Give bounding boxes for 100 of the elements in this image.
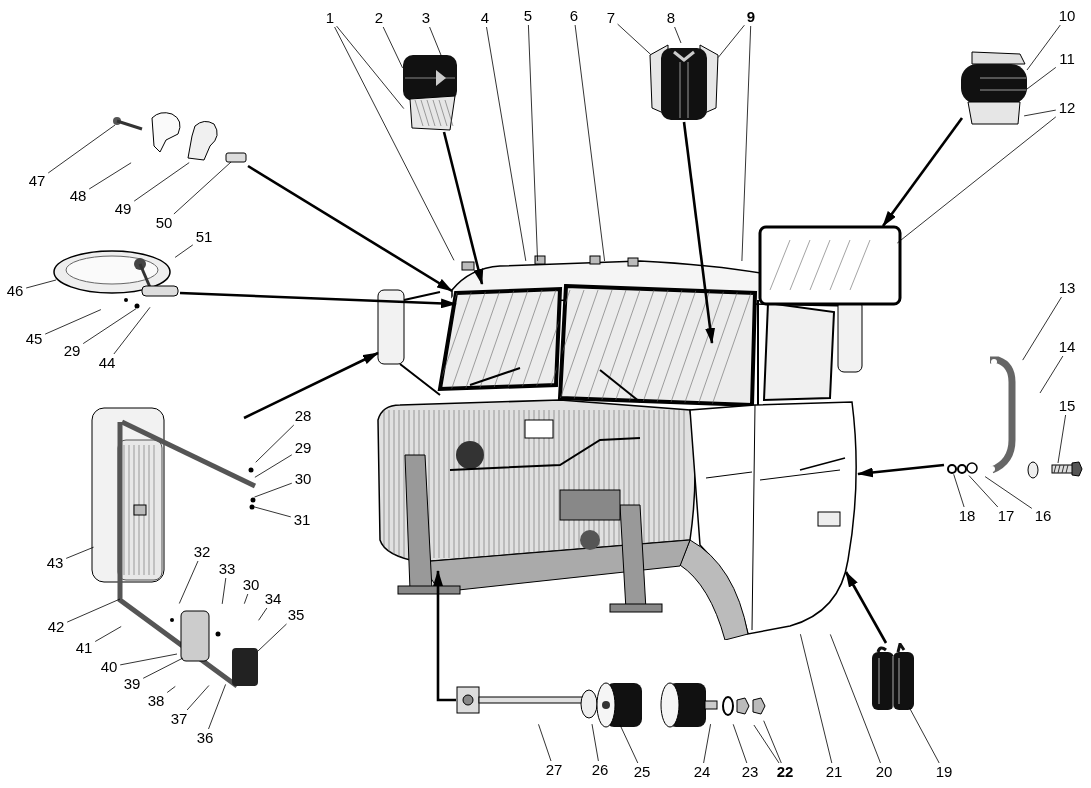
callout-number: 14 <box>1058 338 1076 356</box>
assembly-arrow <box>682 121 716 344</box>
callout-number: 29 <box>63 342 81 360</box>
leader-line <box>44 309 102 335</box>
leader-line <box>119 653 178 666</box>
leader-line <box>763 720 782 764</box>
callout-number: 50 <box>155 214 173 232</box>
leader-line <box>574 24 605 262</box>
callout-number: 41 <box>75 639 93 657</box>
leader-line <box>528 24 538 262</box>
callout-number: 29 <box>294 439 312 457</box>
callout-number: 20 <box>875 763 893 781</box>
leader-line <box>953 473 965 508</box>
leader-line <box>94 626 122 642</box>
leader-line <box>174 244 194 258</box>
callout-number: 26 <box>591 761 609 779</box>
leader-line <box>382 26 403 69</box>
leader-line <box>909 707 940 764</box>
callout-number: 39 <box>123 675 141 693</box>
assembly-arrow <box>179 291 457 309</box>
callout-number: 25 <box>633 763 651 781</box>
leader-line <box>253 506 292 518</box>
leader-line <box>113 306 151 355</box>
leader-line <box>186 685 210 711</box>
leader-line <box>717 24 745 58</box>
callout-number: 17 <box>997 507 1015 525</box>
leader-line <box>25 279 57 289</box>
callout-number: 22 <box>776 763 794 781</box>
callout-number: 4 <box>480 9 490 27</box>
callout-number: 21 <box>825 763 843 781</box>
leader-line <box>66 598 121 623</box>
leader-line <box>173 161 232 215</box>
leader-line <box>741 25 752 262</box>
leader-line <box>732 723 748 764</box>
callout-number: 36 <box>196 729 214 747</box>
leader-line <box>896 116 1057 244</box>
callout-number: 34 <box>264 590 282 608</box>
callout-number: 9 <box>746 8 756 26</box>
assembly-arrow <box>247 164 453 293</box>
callout-number: 10 <box>1058 7 1076 25</box>
callout-number: 38 <box>147 692 165 710</box>
callout-number: 13 <box>1058 279 1076 297</box>
callout-number: 33 <box>218 560 236 578</box>
leader-line <box>538 723 552 762</box>
leader-line <box>258 607 268 621</box>
leader-line <box>133 162 190 202</box>
mirror-bracket-parts-drawing <box>112 110 248 166</box>
callout-number: 30 <box>294 470 312 488</box>
callout-number: 11 <box>1059 50 1075 68</box>
leader-line <box>65 546 94 559</box>
leader-line <box>254 482 293 498</box>
leader-line <box>1026 24 1061 71</box>
leader-line <box>1057 414 1066 464</box>
leader-line <box>47 124 116 174</box>
leader-line <box>1023 109 1057 117</box>
callout-number: 28 <box>294 407 312 425</box>
callout-number: 37 <box>170 710 188 728</box>
assembly-arrow <box>881 117 964 227</box>
leader-line <box>166 686 176 693</box>
leader-line <box>336 25 405 109</box>
leader-line <box>429 26 442 56</box>
callout-number: 15 <box>1058 397 1076 415</box>
assembly-arrow <box>442 131 484 285</box>
callout-number: 35 <box>287 606 305 624</box>
callout-number: 27 <box>545 761 563 779</box>
leader-line <box>617 23 651 55</box>
callout-number: 12 <box>1058 99 1076 117</box>
callout-number: 19 <box>935 763 953 781</box>
door-seal-drawing <box>870 643 916 713</box>
leader-line <box>1026 67 1057 90</box>
leader-line <box>619 724 639 764</box>
leader-line <box>1022 296 1062 361</box>
callout-number: 3 <box>421 9 431 27</box>
callout-number: 47 <box>28 172 46 190</box>
callout-number: 51 <box>195 228 213 246</box>
leader-line <box>142 657 184 679</box>
callout-number: 18 <box>958 507 976 525</box>
callout-number: 40 <box>100 658 118 676</box>
callout-number: 16 <box>1034 507 1052 525</box>
callout-number: 45 <box>25 330 43 348</box>
leader-line <box>178 560 199 604</box>
callout-number: 42 <box>47 618 65 636</box>
callout-number: 49 <box>114 200 132 218</box>
assembly-arrow <box>844 571 888 644</box>
leader-line <box>254 454 293 478</box>
callout-number: 1 <box>325 9 335 27</box>
seal-section-drawing <box>958 50 1030 126</box>
leader-line <box>486 26 527 262</box>
grab-handle-drawing <box>944 355 1040 480</box>
bolt-drawing <box>1050 460 1084 480</box>
leader-line <box>703 723 711 764</box>
callout-number: 6 <box>569 7 579 25</box>
leader-line <box>257 623 287 652</box>
callout-number: 44 <box>98 354 116 372</box>
callout-number: 46 <box>6 282 24 300</box>
callout-number: 23 <box>741 763 759 781</box>
callout-number: 31 <box>293 511 311 529</box>
callout-number: 8 <box>666 9 676 27</box>
rear-window-drawing <box>758 225 902 306</box>
leader-line <box>829 634 881 764</box>
